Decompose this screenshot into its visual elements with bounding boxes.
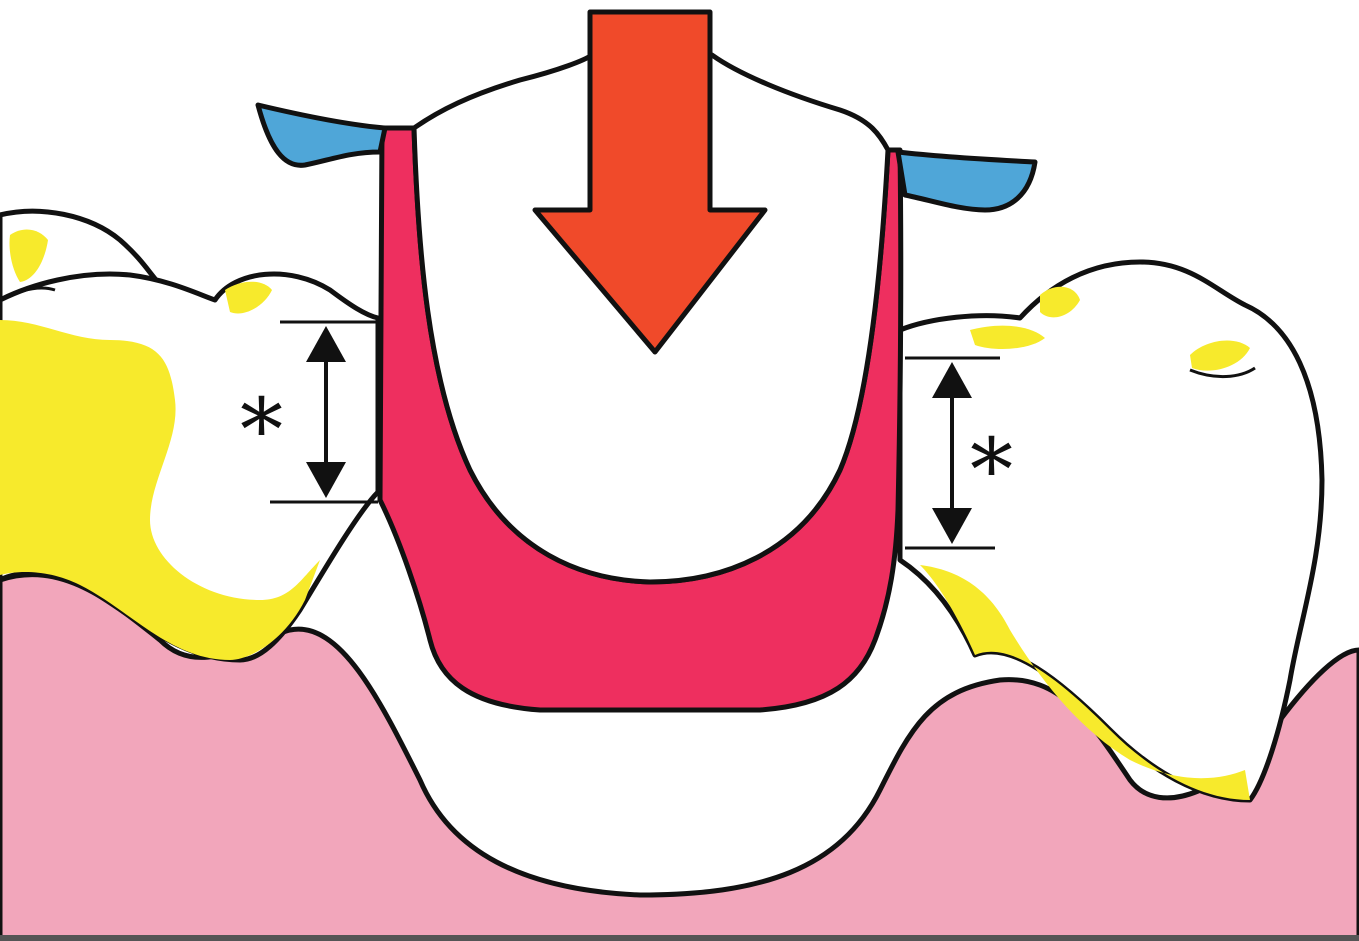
right-abutment-tooth [897, 259, 1325, 803]
left-tooth-groove [0, 286, 56, 302]
left-plaque-main [0, 320, 320, 660]
left-gap-measurement: * [240, 320, 378, 504]
right-gap-arrowhead-up [932, 362, 972, 398]
right-gap-arrowhead-down [932, 508, 972, 544]
right-gap-measurement: * [905, 356, 1013, 550]
left-plaque-cusp [9, 229, 48, 282]
right-plaque-cusp [970, 325, 1045, 350]
right-plaque-cusp-3 [1190, 340, 1250, 371]
right-plaque-cusp-2 [1040, 286, 1080, 318]
right-occlusal-rest [895, 149, 1038, 213]
left-gap-arrowhead-down [306, 462, 346, 498]
image-bottom-edge [0, 935, 1359, 941]
occlusal-force-arrow [532, 9, 768, 355]
left-gap-arrowhead-up [306, 326, 346, 362]
right-plaque-main [920, 565, 1250, 800]
left-occlusal-rest [255, 102, 388, 168]
right-tooth-groove [1189, 366, 1256, 379]
left-gap-marker: * [240, 381, 283, 481]
left-plaque-cusp-2 [225, 281, 272, 314]
right-gap-marker: * [970, 421, 1013, 521]
